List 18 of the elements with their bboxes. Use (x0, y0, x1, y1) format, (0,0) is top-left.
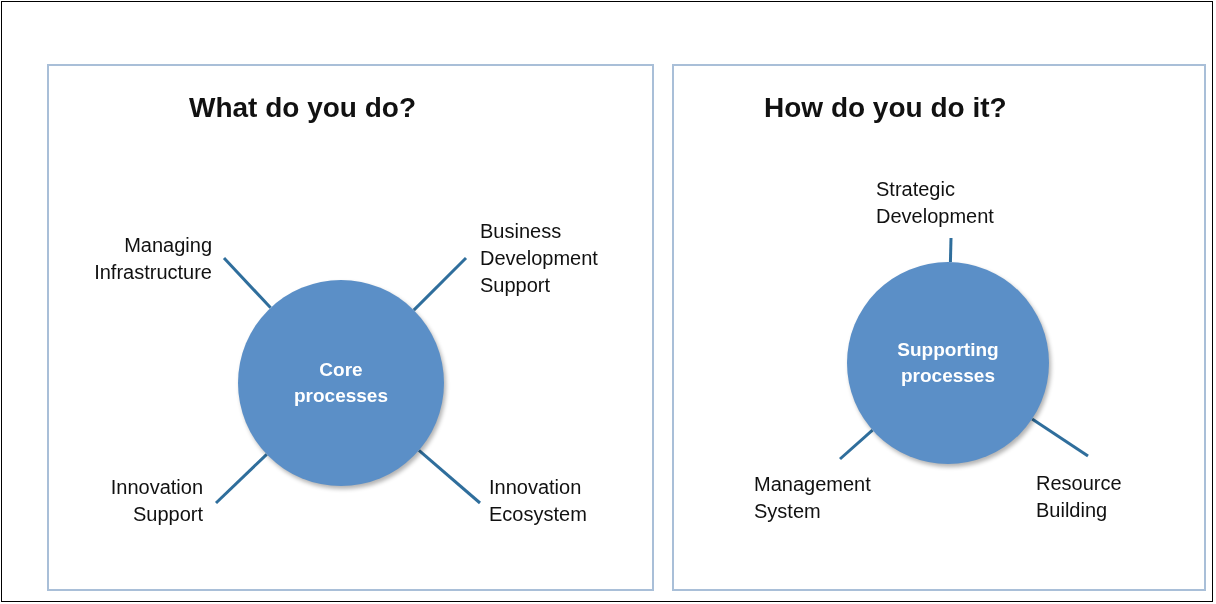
connector-line (1031, 417, 1089, 458)
connector-line (214, 453, 268, 505)
panel-title: What do you do? (189, 92, 417, 124)
process-circle: Supporting processes (847, 262, 1049, 464)
connector-line (412, 256, 468, 312)
panel-title: How do you do it? (764, 92, 1007, 124)
process-circle: Core processes (238, 280, 444, 486)
connector-line (418, 449, 481, 505)
process-label: Business Development Support (466, 218, 626, 302)
process-label: Innovation Support (70, 474, 216, 532)
panel (672, 64, 1206, 591)
panel (47, 64, 654, 591)
connector-line (948, 237, 953, 263)
process-label: Innovation Ecosystem (480, 474, 610, 532)
connector-line (839, 428, 874, 461)
process-label: Managing Infrastructure (60, 232, 224, 290)
process-label: Strategic Development (870, 176, 1030, 238)
connector-line (222, 256, 272, 309)
